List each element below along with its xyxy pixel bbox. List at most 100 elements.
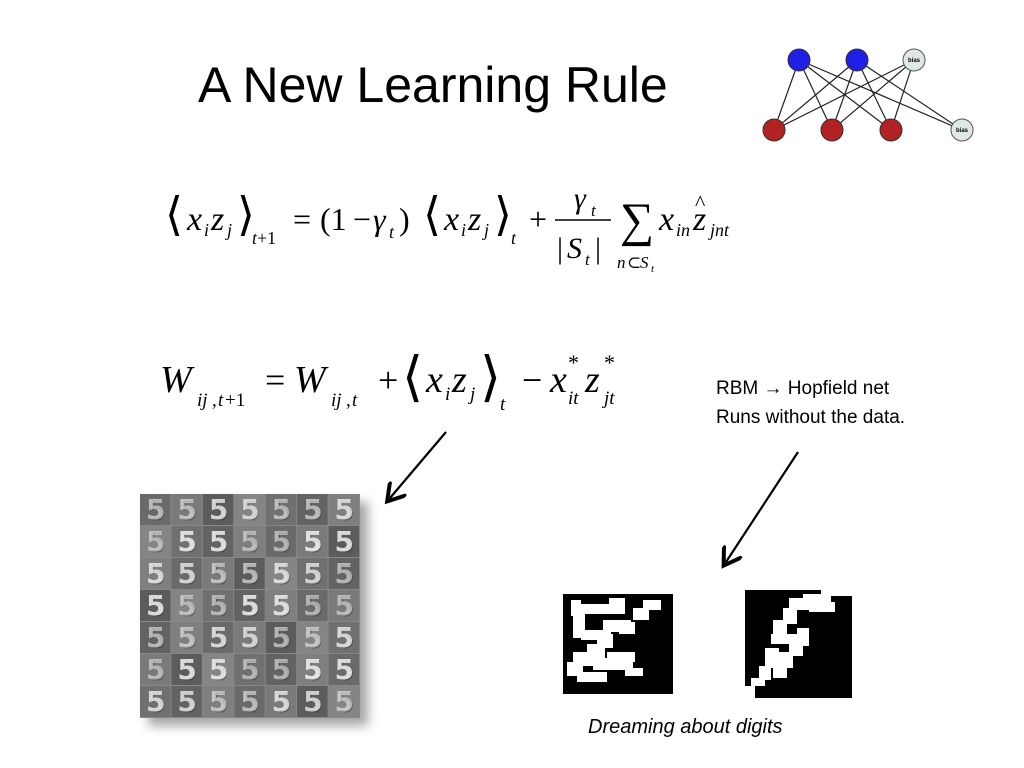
filter-digit-shadow: 5 (337, 494, 355, 527)
filter-digit-shadow: 5 (149, 654, 167, 687)
svg-text:t: t (511, 228, 517, 248)
filter-digit-shadow: 5 (275, 494, 293, 527)
filter-digit-glyph: 5 (146, 685, 165, 718)
filter-digit-glyph: 5 (240, 621, 259, 654)
filter-digit-shadow: 5 (243, 686, 261, 718)
filter-digit-glyph: 5 (177, 557, 196, 590)
filter-tile: 55 (234, 653, 265, 687)
filter-tile: 55 (202, 557, 234, 591)
filter-digit-shadow: 5 (306, 590, 324, 623)
svg-text:t: t (591, 201, 597, 220)
svg-text:+: + (378, 360, 398, 400)
filter-tile: 55 (265, 621, 297, 655)
filter-digit-glyph: 5 (240, 525, 259, 558)
svg-text:^: ^ (695, 190, 706, 215)
filter-digit-glyph: 5 (335, 525, 354, 558)
filter-digit-glyph: 5 (146, 653, 165, 686)
filter-digit-glyph: 5 (303, 621, 322, 654)
filter-digit-glyph: 5 (272, 557, 291, 590)
filter-tile: 55 (140, 493, 171, 527)
note-line-2: Runs without the data. (716, 407, 906, 428)
note-line-1: RBM → Hopfield net (716, 378, 890, 399)
svg-text:n: n (617, 253, 626, 272)
svg-text:*: * (568, 350, 579, 375)
filter-digit-shadow: 5 (243, 654, 261, 687)
svg-text:S: S (567, 232, 582, 265)
filter-digit-glyph: 5 (303, 653, 322, 686)
rbm-hopfield-note: RBM → Hopfield net Runs without the data… (716, 374, 905, 432)
filter-digit-glyph: 5 (209, 621, 228, 654)
svg-text:i: i (204, 220, 209, 240)
filter-digit-glyph: 5 (177, 525, 196, 558)
visible-unit-1 (762, 118, 786, 142)
svg-text:W: W (294, 359, 329, 401)
filter-digit-shadow: 5 (149, 494, 167, 527)
svg-text:|: | (557, 232, 563, 265)
filter-digit-glyph: 5 (177, 589, 196, 622)
filter-digit-glyph: 5 (146, 525, 165, 558)
rbm-network-diagram: bias bias (762, 48, 974, 142)
svg-text:S: S (640, 253, 649, 272)
filter-digit-shadow: 5 (180, 686, 198, 718)
hidden-unit-2 (845, 48, 869, 72)
filter-digit-shadow: 5 (337, 686, 355, 718)
filter-digit-shadow: 5 (149, 590, 167, 623)
filter-tile: 55 (171, 557, 202, 591)
filter-digit-shadow: 5 (306, 622, 324, 655)
filter-tile: 55 (202, 653, 234, 687)
filter-digit-glyph: 5 (272, 685, 291, 718)
filter-digit-glyph: 5 (240, 589, 259, 622)
arrow-to-filters (390, 431, 447, 498)
svg-text:x: x (443, 201, 459, 238)
filter-digit-shadow: 5 (337, 558, 355, 591)
filter-digit-shadow: 5 (149, 686, 167, 718)
filter-digit-glyph: 5 (272, 589, 291, 622)
filter-tile: 55 (202, 493, 234, 527)
filter-digit-shadow: 5 (337, 590, 355, 623)
filter-digit-shadow: 5 (243, 558, 261, 591)
filter-digit-shadow: 5 (212, 526, 230, 559)
filter-tile: 55 (328, 557, 359, 591)
filter-digit-shadow: 5 (212, 686, 230, 718)
filter-digit-glyph: 5 (240, 557, 259, 590)
svg-text:⟩: ⟩ (237, 189, 255, 240)
filter-digit-glyph: 5 (177, 494, 196, 526)
svg-text:⟨: ⟨ (402, 347, 423, 407)
svg-text:it: it (568, 388, 579, 409)
filter-digit-glyph: 5 (177, 621, 196, 654)
svg-text:−: − (522, 360, 542, 400)
dream-digit-image-2 (745, 590, 852, 698)
filter-digit-shadow: 5 (243, 526, 261, 559)
equation-expectation-update: ⟨ x i z j ⟩ t+1 = (1 − γ t ) ⟨ x i z j ⟩… (165, 182, 765, 287)
visible-bias-label: bias (956, 128, 969, 134)
filter-tile: 55 (234, 493, 265, 527)
filter-digit-glyph: 5 (240, 494, 259, 526)
filter-digit-glyph: 5 (335, 557, 354, 590)
filter-digit-glyph: 5 (303, 525, 322, 558)
filter-digit-shadow: 5 (212, 590, 230, 623)
filter-tile: 55 (202, 685, 234, 719)
filter-digit-glyph: 5 (303, 494, 322, 526)
svg-text:t: t (651, 263, 655, 275)
svg-text:+: + (529, 201, 547, 237)
svg-text:j: j (467, 384, 475, 405)
filter-tile: 55 (171, 685, 202, 719)
filter-digit-shadow: 5 (306, 654, 324, 687)
svg-text:W: W (160, 359, 195, 401)
filter-digit-shadow: 5 (275, 558, 293, 591)
filter-digit-glyph: 5 (335, 589, 354, 622)
svg-text:,: , (212, 390, 217, 411)
svg-text:∑: ∑ (620, 194, 654, 247)
svg-text:⊂: ⊂ (627, 253, 641, 272)
filter-tile: 55 (297, 525, 328, 559)
filter-digit-glyph: 5 (335, 494, 354, 526)
svg-text:,: , (346, 390, 351, 411)
svg-text:ij: ij (331, 390, 342, 411)
filter-digit-glyph: 5 (209, 685, 228, 718)
filter-tile: 55 (265, 525, 297, 559)
filter-digit-shadow: 5 (306, 494, 324, 527)
filter-digit-glyph: 5 (335, 621, 354, 654)
